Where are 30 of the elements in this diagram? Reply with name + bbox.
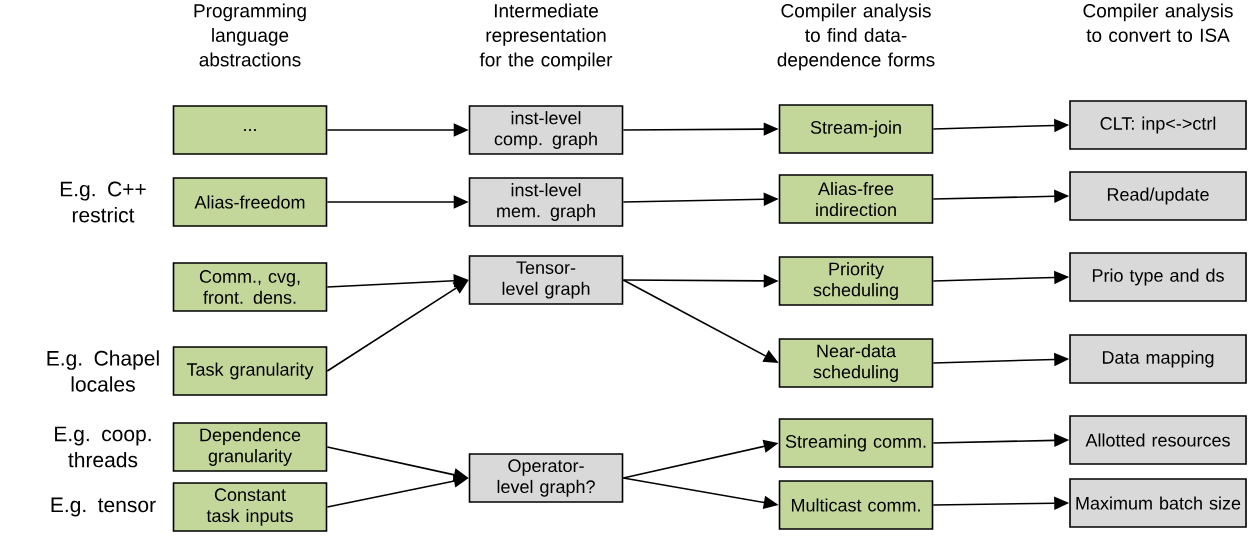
process-box: Alias-free indirection [778,174,934,224]
process-box: Stream-join [778,104,934,154]
column-header: Compiler analysis to convert to ISA [1083,3,1233,42]
process-box: Task granularity [172,346,328,396]
process-box: Constant task inputs [172,482,328,532]
side-note: E.g. tensor [51,497,156,517]
column-header: Compiler analysis to find data-dependence forms [777,3,935,71]
process-box: Data mapping [1069,334,1247,384]
side-note: E.g. C++ restrict [60,181,146,223]
column-header: Programming language abstractions [194,3,306,67]
process-box: Priority scheduling [778,256,934,306]
process-box: Alias-freedom [172,177,328,227]
side-note: E.g. coop. threads [55,426,151,468]
process-box: ... [172,105,328,155]
process-box: CLT: inp<->ctrl [1069,100,1247,150]
side-note: E.g. Chapel locales [47,350,159,392]
process-box: Operator-level graph? [468,453,624,503]
process-box: inst-level comp. graph [468,105,624,155]
process-box: Read/update [1069,171,1247,221]
process-box: Multicast comm. [778,480,934,530]
process-box: Dependence granularity [172,422,328,472]
process-box: inst-level mem. graph [468,177,624,227]
process-box: Comm., cvg, front. dens. [172,262,328,312]
process-box: Streaming comm. [778,418,934,468]
process-box: Maximum batch size [1069,478,1247,528]
process-box: Near-data scheduling [778,338,934,388]
process-box: Prio type and ds [1069,252,1247,302]
process-box: Tensor-level graph [468,255,624,305]
process-box: Allotted resources [1069,415,1247,465]
column-header: Intermediate representation for the compiler [479,3,613,71]
